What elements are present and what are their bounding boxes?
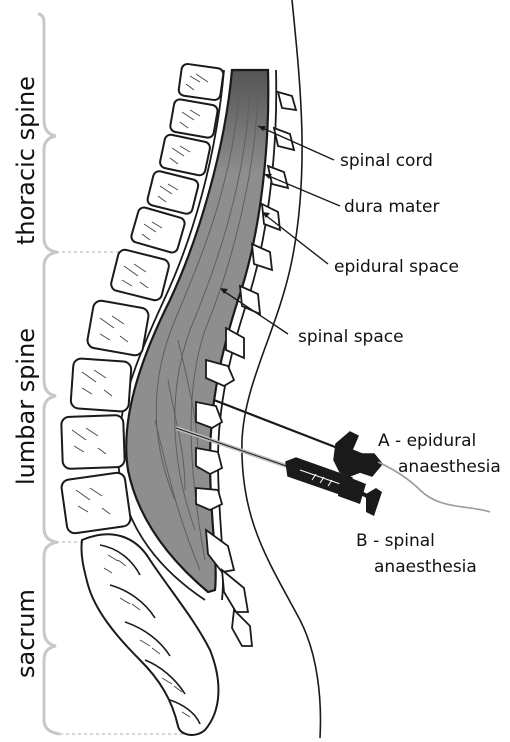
spinal-space-label: spinal space <box>298 327 404 347</box>
spinal-cord-leader <box>258 126 334 160</box>
spinal-anaesthesia-label-line1: B - spinal <box>356 531 435 551</box>
thoracic-vertebra <box>130 206 186 254</box>
lumbar-bracket <box>44 252 58 542</box>
thoracic-bracket <box>38 14 56 252</box>
spinal-cord-label: spinal cord <box>340 151 433 171</box>
thoracic-vertebra <box>178 63 224 101</box>
lumbar-spine-label: lumbar spine <box>12 328 40 485</box>
lumbar-vertebra <box>61 415 125 469</box>
epidural-anaesthesia-label-line2: anaesthesia <box>398 457 501 477</box>
epidural-anaesthesia-label-line1: A - epidural <box>378 431 476 451</box>
region-labels: thoracic spine lumbar spine sacrum <box>12 76 40 678</box>
thoracic-vertebra <box>169 98 218 138</box>
thoracic-vertebra <box>159 134 211 177</box>
spinal-anaesthesia-label-line2: anaesthesia <box>374 557 477 577</box>
sacrum-bracket <box>44 542 60 734</box>
lumbar-vertebra <box>61 472 132 534</box>
dura-mater-label: dura mater <box>344 197 439 217</box>
lumbar-vertebra <box>70 358 131 412</box>
lumbar-vertebra <box>110 248 171 301</box>
epidural-space-label: epidural space <box>334 257 459 277</box>
thoracic-vertebra <box>146 170 199 215</box>
epidural-space-leader <box>264 214 328 264</box>
thoracic-spine-label: thoracic spine <box>12 76 40 245</box>
sacrum-label: sacrum <box>12 589 40 678</box>
lumbar-vertebra <box>86 300 149 357</box>
